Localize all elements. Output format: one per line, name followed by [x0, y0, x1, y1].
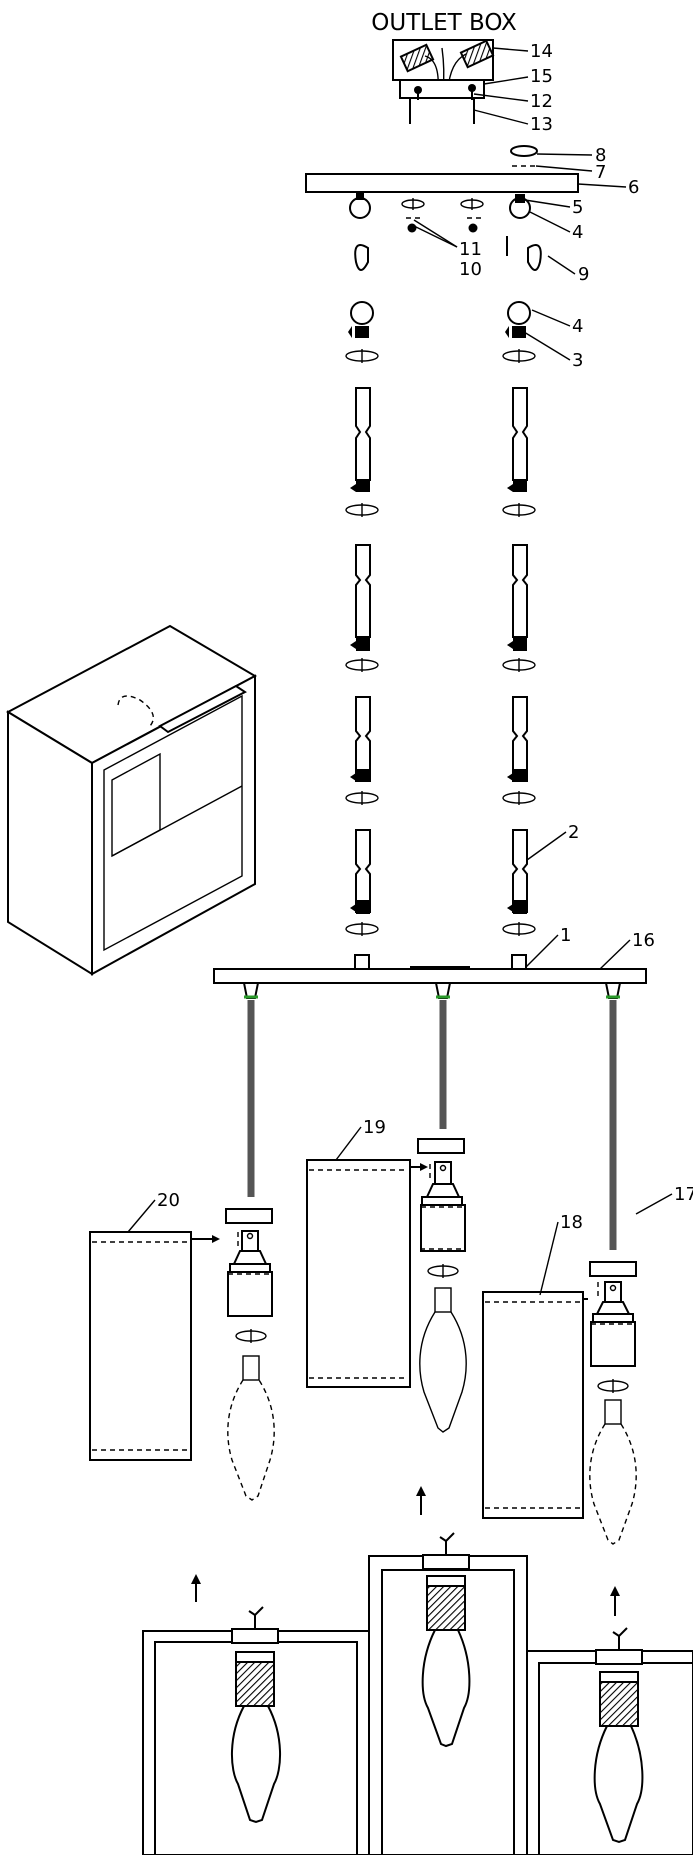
shade-19	[306, 1159, 428, 1388]
mounting-plate	[305, 145, 579, 271]
label-18: 18	[560, 1212, 583, 1233]
isometric-shade-frame	[5, 624, 258, 976]
pendant-right	[589, 1261, 637, 1545]
callout-leaders	[127, 47, 673, 1296]
assembled-view	[142, 1486, 693, 1855]
label-3: 3	[572, 350, 583, 371]
stem-column-left	[345, 301, 379, 936]
label-2: 2	[568, 822, 579, 843]
label-13: 13	[530, 114, 553, 135]
label-17: 17	[674, 1184, 693, 1205]
label-10: 10	[459, 259, 482, 280]
callout-numbers: 14 15 12 13 8 7 6 5 4 9 11 10 4 3 2 1 16…	[157, 41, 693, 1233]
label-1: 1	[560, 925, 571, 946]
canopy-plate	[305, 173, 579, 193]
stem-column-right	[502, 301, 536, 936]
outlet-box-title: OUTLET BOX	[371, 10, 517, 36]
pendant-middle	[417, 1138, 467, 1433]
pendant-left	[225, 1208, 275, 1501]
label-6: 6	[628, 177, 639, 198]
shade-20	[89, 1231, 220, 1461]
label-9: 9	[578, 264, 589, 285]
label-7: 7	[595, 162, 606, 183]
shade-18	[482, 1291, 588, 1519]
label-12: 12	[530, 91, 553, 112]
label-16: 16	[632, 930, 655, 951]
label-5: 5	[572, 197, 583, 218]
main-crossbar	[213, 954, 647, 999]
label-11: 11	[459, 239, 482, 260]
outlet-box: OUTLET BOX	[371, 10, 517, 124]
label-4b: 4	[572, 316, 583, 337]
label-15: 15	[530, 66, 553, 87]
label-14: 14	[530, 41, 553, 62]
label-20: 20	[157, 1190, 180, 1211]
label-8: 8	[595, 145, 606, 166]
label-19: 19	[363, 1117, 386, 1138]
label-4a: 4	[572, 222, 583, 243]
